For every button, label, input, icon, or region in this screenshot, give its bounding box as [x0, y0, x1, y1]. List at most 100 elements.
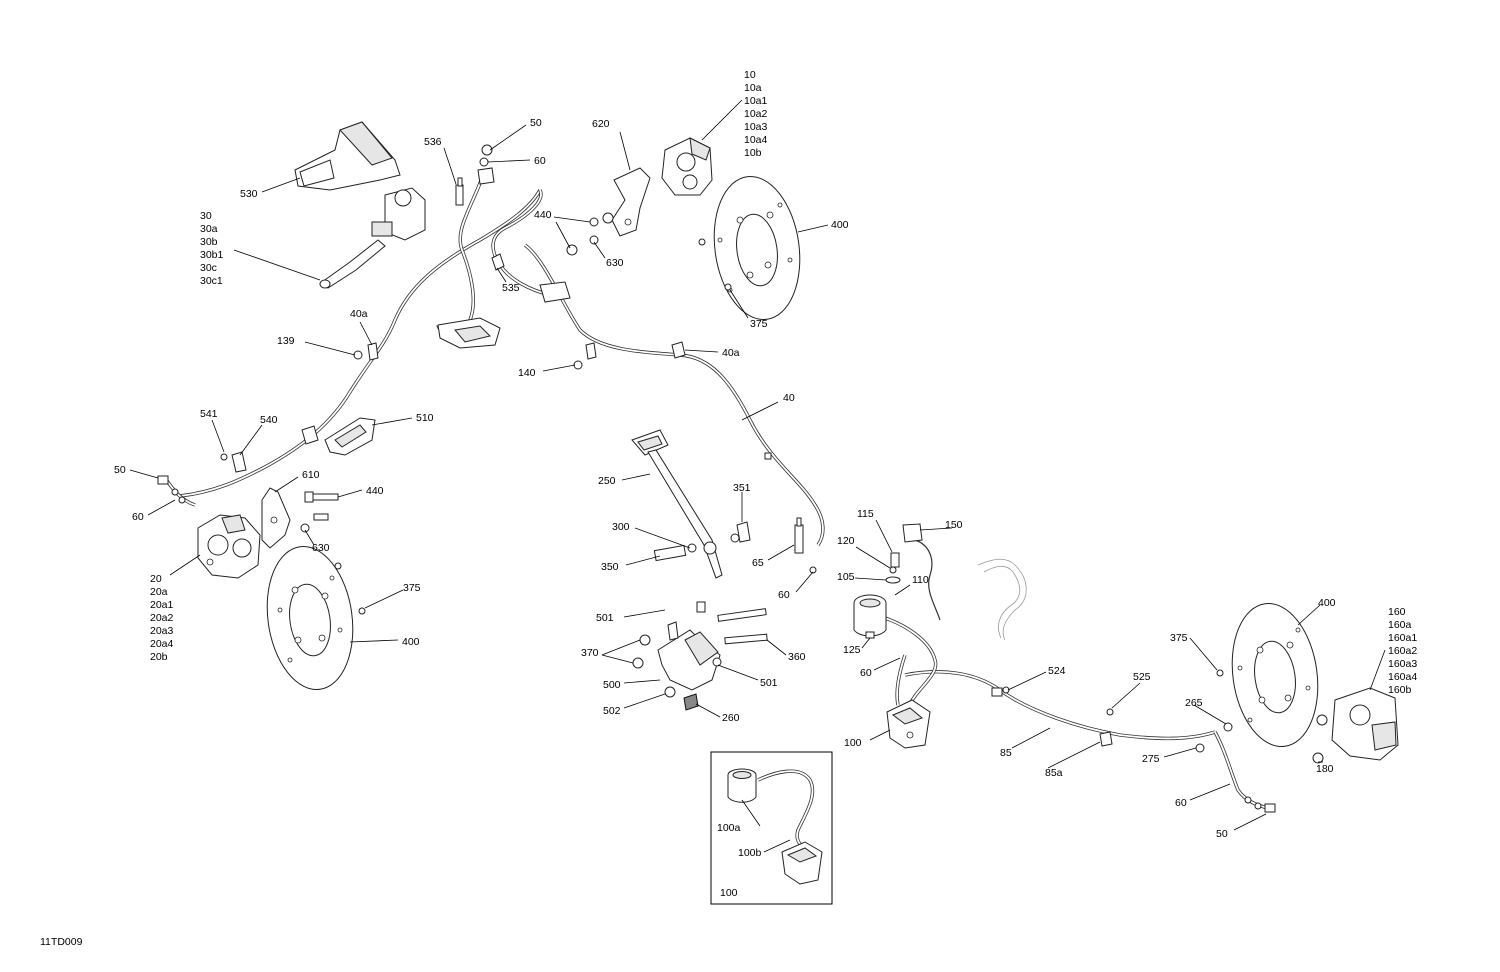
label-160a: 160a	[1388, 619, 1412, 631]
bolts-501-370-360	[632, 608, 768, 669]
label-265: 265	[1185, 697, 1203, 709]
junction-bracket	[437, 281, 571, 349]
label-300: 300	[612, 521, 630, 533]
label-60-res: 60	[860, 667, 872, 679]
label-60-right: 60	[1175, 797, 1187, 809]
label-351: 351	[733, 482, 751, 494]
reservoir-hardware	[885, 552, 901, 584]
inset-100-detail	[710, 751, 833, 905]
clips-524-525	[991, 686, 1114, 747]
bolts-440-top	[566, 212, 614, 256]
label-60-pedal: 60	[778, 589, 790, 601]
label-440-top: 440	[534, 209, 552, 221]
label-50-right: 50	[1216, 828, 1228, 840]
label-400-top: 400	[831, 219, 849, 231]
pedal-pivot	[653, 521, 751, 562]
brake-lines	[163, 177, 1269, 810]
brake-line-85	[904, 670, 1216, 741]
label-530: 530	[240, 188, 258, 200]
label-500: 500	[603, 679, 621, 691]
label-440-left: 440	[366, 485, 384, 497]
sensor-connector-150	[902, 523, 923, 543]
clip-139-40a	[353, 342, 379, 361]
label-501-a: 501	[596, 612, 614, 624]
label-10a2: 10a2	[744, 108, 768, 120]
label-139: 139	[277, 335, 295, 347]
label-160a2: 160a2	[1388, 645, 1417, 657]
fittings-265-275	[1195, 722, 1276, 813]
label-275: 275	[1142, 753, 1160, 765]
label-105: 105	[837, 571, 855, 583]
label-30c: 30c	[200, 262, 217, 274]
label-524: 524	[1048, 665, 1066, 677]
label-100b: 100b	[738, 847, 762, 859]
label-65: 65	[752, 557, 764, 569]
callout-labels: 10 10a 10a1 10a2 10a3 10a4 10b 30 30a 30…	[40, 69, 1417, 948]
label-60-left: 60	[132, 511, 144, 523]
label-20a4: 20a4	[150, 638, 174, 650]
label-260: 260	[722, 712, 740, 724]
clip-540	[220, 425, 319, 473]
label-20b: 20b	[150, 651, 168, 663]
label-115: 115	[857, 508, 874, 520]
label-360: 360	[788, 651, 806, 663]
ghost-hose	[977, 558, 1027, 641]
label-120: 120	[837, 535, 855, 547]
label-536: 536	[424, 136, 442, 148]
label-10a4: 10a4	[744, 134, 768, 146]
label-30b: 30b	[200, 236, 218, 248]
label-10a1: 10a1	[744, 95, 768, 107]
label-541: 541	[200, 408, 218, 420]
label-250: 250	[598, 475, 616, 487]
label-150: 150	[945, 519, 963, 531]
clip-535	[491, 253, 505, 271]
label-610: 610	[302, 469, 320, 481]
inset-label-100: 100	[720, 887, 738, 899]
label-620: 620	[592, 118, 610, 130]
label-50-top: 50	[530, 117, 542, 129]
label-20a3: 20a3	[150, 625, 174, 637]
label-160b: 160b	[1388, 684, 1412, 696]
master-cylinder-lever-30	[319, 187, 426, 289]
fittings-left	[157, 475, 186, 504]
label-180: 180	[1316, 763, 1334, 775]
label-20: 20	[150, 573, 162, 585]
caliper-20	[197, 514, 261, 579]
label-160a4: 160a4	[1388, 671, 1417, 683]
label-50-left: 50	[114, 464, 126, 476]
label-30c1: 30c1	[200, 275, 223, 287]
switch-65	[794, 517, 817, 574]
label-40a-mid: 40a	[722, 347, 740, 359]
bracket-530	[294, 121, 401, 191]
part-260	[683, 693, 699, 711]
label-125: 125	[843, 644, 861, 656]
label-10: 10	[744, 69, 756, 81]
figure-code: 11TD009	[40, 936, 83, 948]
label-85: 85	[1000, 747, 1012, 759]
cover-510	[324, 417, 376, 456]
label-40a-left: 40a	[350, 308, 368, 320]
label-375-right: 375	[1170, 632, 1188, 644]
label-510: 510	[416, 412, 434, 424]
label-85a: 85a	[1045, 767, 1063, 779]
brake-disc-front-left	[266, 545, 366, 691]
leader-lines	[129, 99, 1386, 853]
label-160: 160	[1388, 606, 1406, 618]
label-60-top: 60	[534, 155, 546, 167]
brake-pedal-250	[631, 429, 723, 579]
label-375-left: 375	[403, 582, 421, 594]
clips-40	[573, 341, 772, 460]
caliper-10	[661, 137, 713, 196]
label-400-right: 400	[1318, 597, 1336, 609]
brake-disc-front-right	[698, 175, 801, 321]
label-30b1: 30b1	[200, 249, 224, 261]
reservoir-125	[853, 594, 887, 639]
label-40: 40	[783, 392, 795, 404]
sensor-cable	[914, 539, 941, 621]
label-100a: 100a	[717, 822, 741, 834]
label-140: 140	[518, 367, 536, 379]
label-20a2: 20a2	[150, 612, 174, 624]
master-cylinder-100	[886, 699, 931, 749]
bracket-610	[261, 487, 339, 549]
